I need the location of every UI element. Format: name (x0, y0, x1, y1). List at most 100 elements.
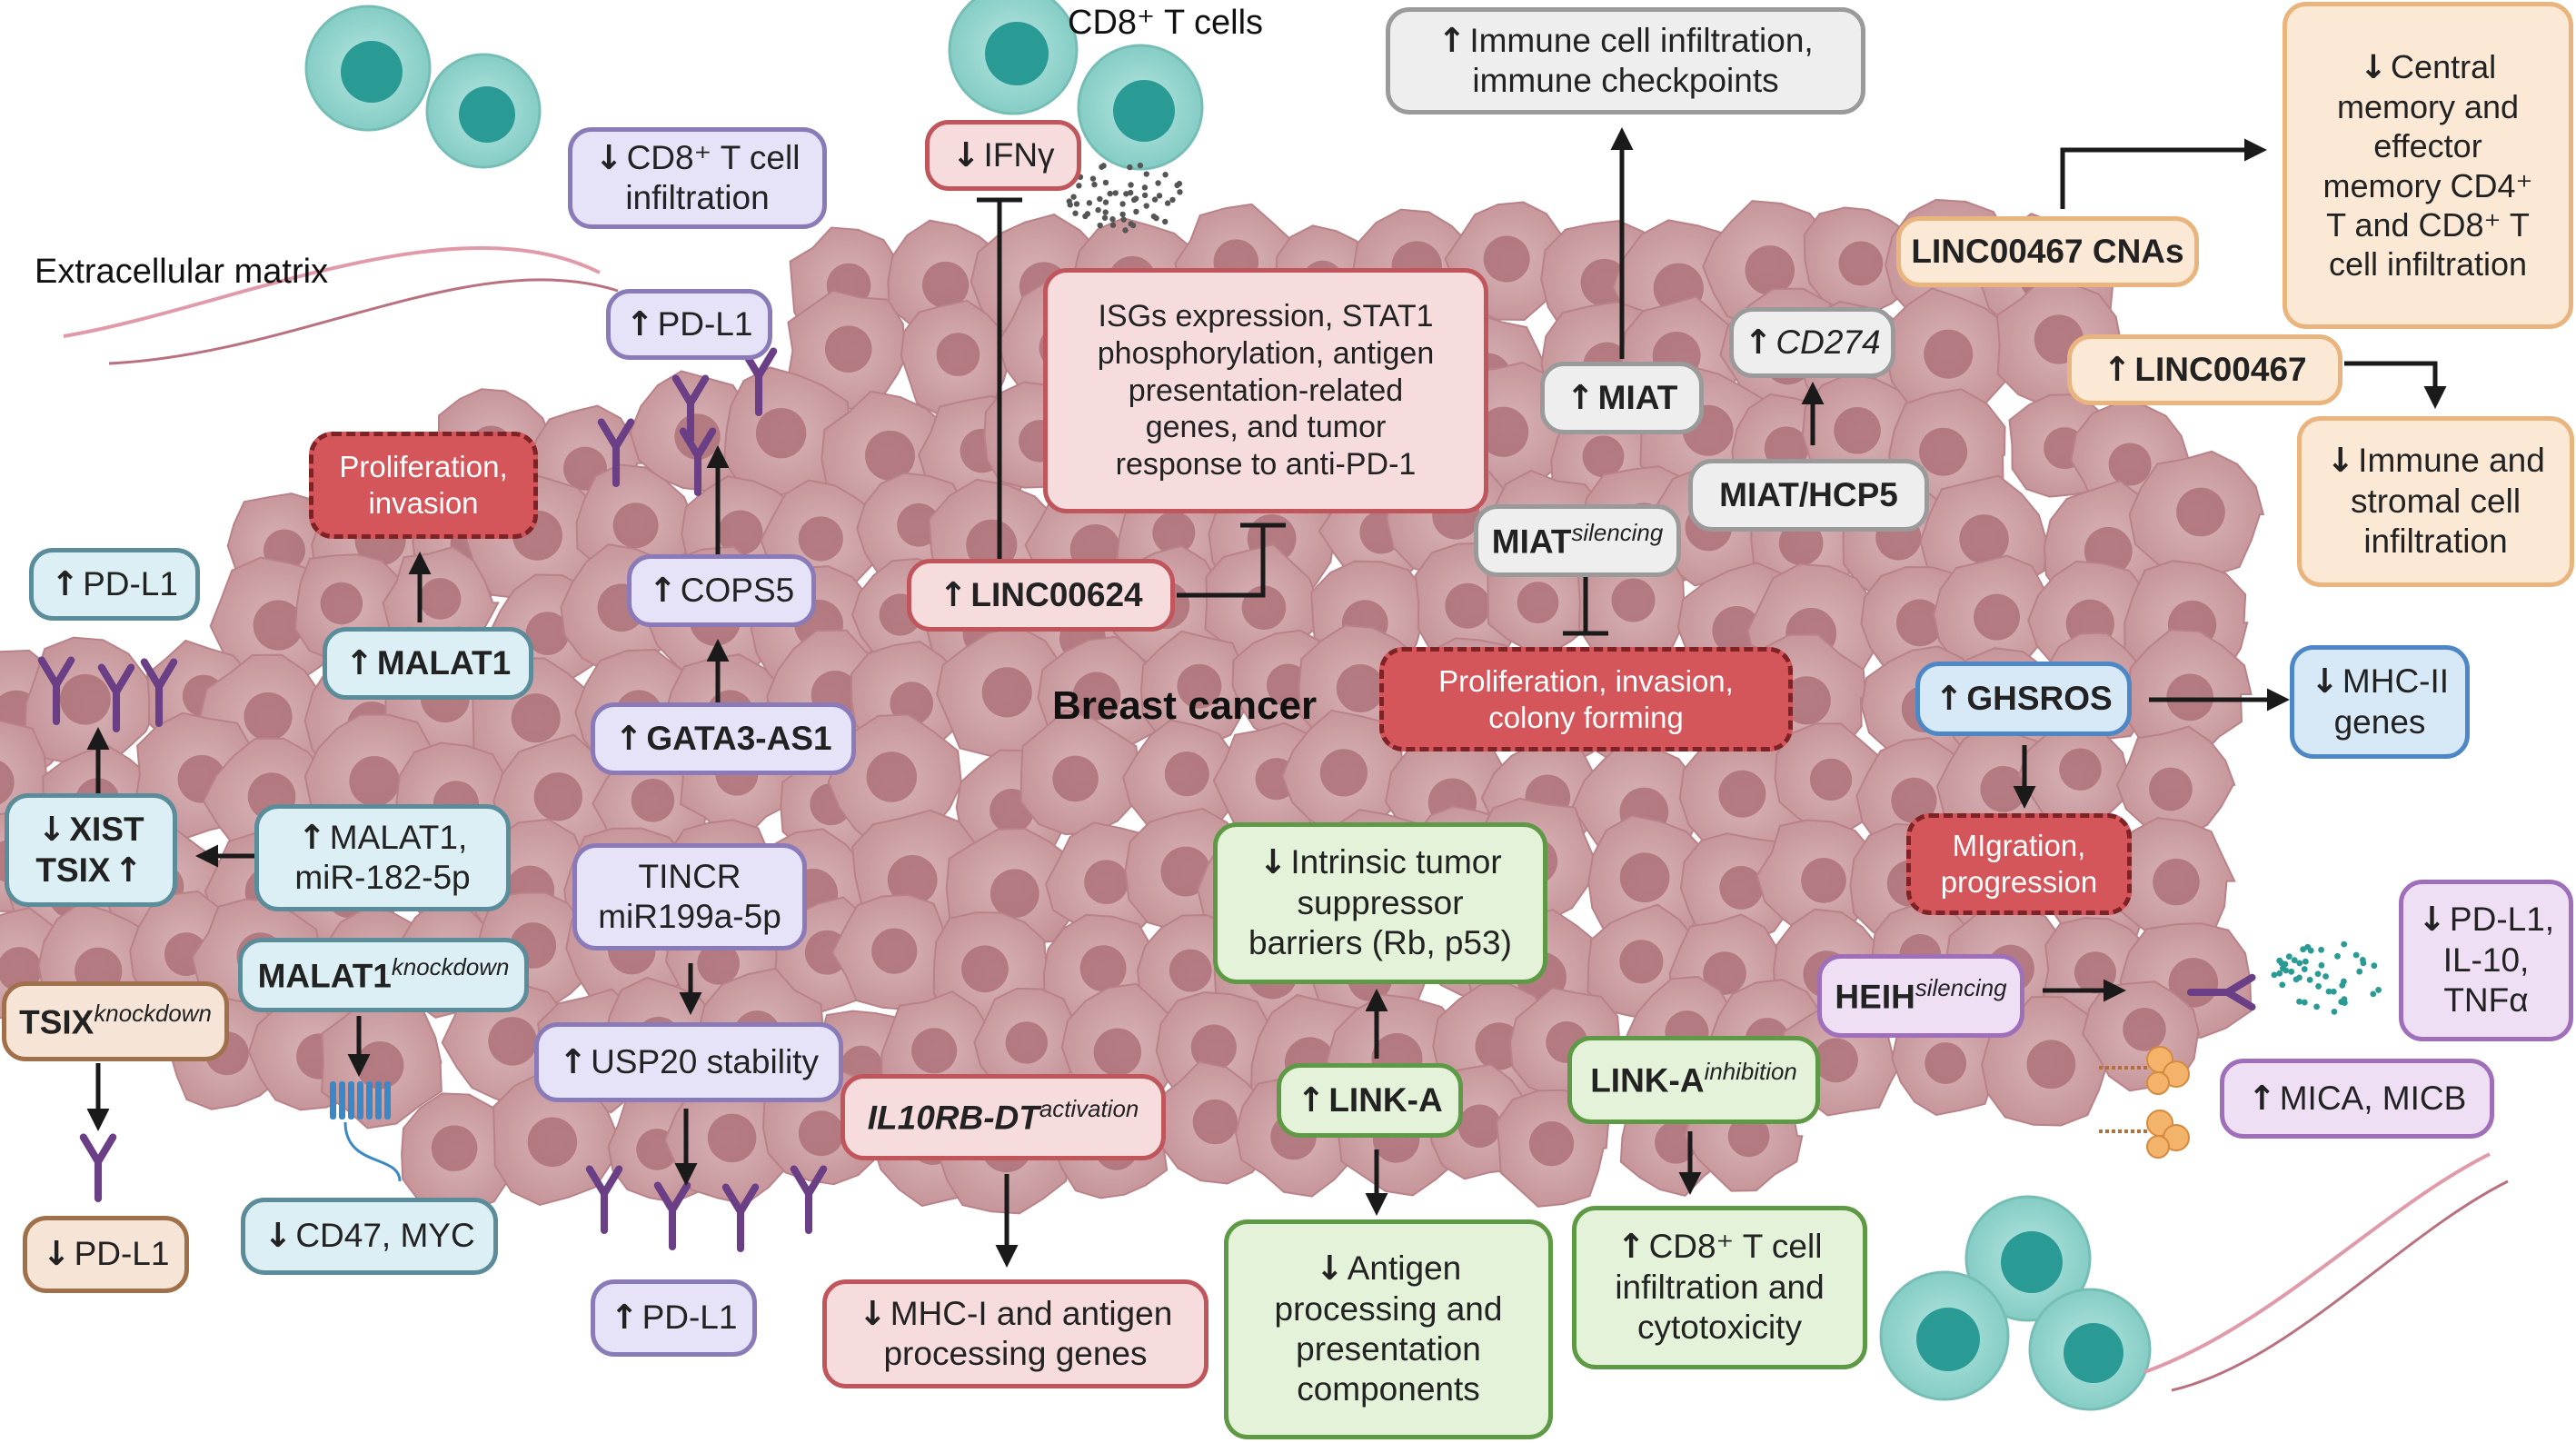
linc00467_cnas-line-0: LINC00467 CNAs (1911, 232, 2184, 270)
box-cd274: ↑CD274 (1729, 307, 1895, 378)
central_memory-line-4: T and CD8⁺ T (2326, 205, 2530, 244)
down-arrow-icon: ↓ (37, 810, 66, 850)
prolif_colony-line-0: Proliferation, invasion, (1438, 663, 1734, 698)
box-malat1-knockdown: MALAT1knockdown (238, 938, 529, 1012)
down-arrow-icon: ↓ (594, 137, 623, 177)
up-arrow-icon: ↑ (1437, 20, 1467, 60)
down-arrow-icon: ↓ (2326, 441, 2355, 481)
miat-line-0: MIAT (1597, 378, 1678, 416)
breast-cancer-label: Breast cancer (1052, 683, 1318, 728)
up-arrow-icon: ↑ (625, 304, 654, 343)
cytokine-dots (1066, 162, 2382, 1015)
t-cell (2028, 1288, 2152, 1411)
tsix_kd-modifier-label: knockdown (94, 1000, 212, 1027)
antigen_processing-line-2: presentation (1296, 1330, 1481, 1368)
up-arrow-icon: ↑ (297, 817, 326, 857)
xist-label: XIST (69, 811, 144, 849)
box-link-a: ↑LINK-A (1277, 1063, 1463, 1138)
down-arrow-icon: ↓ (264, 1216, 293, 1256)
extracellular-matrix-label: Extracellular matrix (35, 253, 329, 291)
cd8_infiltration_down-line-1: infiltration (625, 179, 770, 216)
gata3_as1-line-0: GATA3-AS1 (646, 719, 832, 757)
intrinsic-line-0: Intrinsic tumor (1290, 843, 1502, 881)
box-pdl1-bottom-left: ↓PD-L1 (23, 1216, 189, 1293)
receptor (585, 1165, 623, 1235)
linc00467-line-0: LINC00467 (2134, 350, 2307, 388)
cd8_cyto-line-1: infiltration and (1615, 1268, 1825, 1306)
tincr-line-0: TINCR (638, 857, 741, 895)
receptor (2186, 973, 2256, 1011)
central_memory-line-2: effector (2373, 127, 2482, 165)
cd47-line-0: CD47, MYC (295, 1217, 475, 1255)
down-arrow-icon: ↓ (2359, 48, 2388, 86)
immune_infiltration_up-line-0: Immune cell infiltration, (1469, 21, 1814, 59)
box-migration: MIgration,progression (1906, 813, 2132, 915)
mic-ligand-icon (2099, 1046, 2190, 1095)
t-cell (948, 0, 1079, 115)
receptor (790, 1165, 828, 1235)
box-malat1-mir: ↑MALAT1,miR-182-5p (254, 804, 511, 911)
up-arrow-icon: ↑ (344, 642, 373, 682)
t-cell (304, 5, 432, 132)
box-miat-hcp5: MIAT/HCP5 (1688, 459, 1929, 532)
box-miat: ↑MIAT (1540, 362, 1704, 434)
up-arrow-icon: ↑ (51, 563, 80, 603)
box-mica-micb: ↑MICA, MICB (2220, 1059, 2494, 1139)
receptor (653, 1181, 691, 1251)
prolif_invasion_small-line-1: invasion (368, 486, 479, 520)
box-linc00467: ↑LINC00467 (2067, 334, 2342, 405)
mhc2-line-0: MHC-II (2342, 662, 2450, 701)
central_memory-line-3: memory CD4⁺ (2322, 166, 2533, 204)
box-immune-infiltration-up: ↑Immune cell infiltration,immune checkpo… (1386, 7, 1865, 114)
tsix_kd-main-label: TSIX (19, 1002, 94, 1040)
receptors (37, 347, 2256, 1253)
cd8_cyto-line-2: cytotoxicity (1637, 1309, 1802, 1347)
malat1_top-line-0: MALAT1 (376, 643, 512, 682)
il10rb-modifier-label: activation (1039, 1097, 1139, 1123)
box-cd47-myc: ↓CD47, MYC (241, 1198, 498, 1275)
pdl1_il10-line-0: PD-L1, (2449, 901, 2555, 939)
box-tsix-knockdown: TSIXknockdown (2, 981, 229, 1061)
miat_silencing-modifier-label: silencing (1571, 520, 1664, 546)
up-arrow-icon: ↑ (614, 718, 643, 758)
mhc1-line-0: MHC-I and antigen (890, 1294, 1173, 1332)
up-arrow-icon: ↑ (610, 1298, 639, 1338)
receptor (79, 1133, 117, 1203)
cd8-t-cells-label: CD8⁺ T cells (1068, 4, 1264, 42)
immune_stromal-line-0: Immune and (2358, 442, 2545, 480)
mhc2-line-1: genes (2333, 702, 2426, 741)
up-arrow-icon: ↑ (1566, 377, 1595, 417)
receptor (721, 1183, 760, 1253)
up-arrow-icon: ↑ (559, 1041, 588, 1081)
down-arrow-icon: ↓ (858, 1293, 887, 1333)
connector-arrows (86, 127, 2447, 1268)
t-cell (1879, 1270, 2010, 1401)
receptor (37, 656, 75, 726)
down-arrow-icon: ↓ (1258, 842, 1288, 882)
malat1_mir-line-1: miR-182-5p (294, 859, 471, 896)
down-arrow-icon: ↓ (1315, 1249, 1344, 1289)
tumor-cell (1933, 554, 2060, 679)
membrane-protein-icon (330, 1081, 402, 1182)
ifng-line-0: IFNγ (983, 135, 1055, 174)
central_memory-line-0: Central (2391, 47, 2497, 85)
box-pdl1-il10: ↓PD-L1,IL-10,TNFα (2399, 880, 2573, 1041)
usp20-line-0: USP20 stability (591, 1042, 819, 1080)
box-link-a-inhibition: LINK-Ainhibition (1567, 1036, 1820, 1124)
link_a-line-0: LINK-A (1328, 1080, 1443, 1119)
box-cops5: ↑COPS5 (627, 554, 816, 627)
prolif_colony-line-1: colony forming (1488, 700, 1684, 734)
up-arrow-icon: ↑ (1297, 1080, 1326, 1120)
box-linc00467-cnas: LINC00467 CNAs (1896, 216, 2199, 287)
pdl1_left-line-0: PD-L1 (83, 564, 178, 602)
isgs-line-3: genes, and tumor (1145, 410, 1387, 445)
box-ifng: ↓IFNγ (925, 120, 1081, 191)
isgs-line-4: response to anti-PD-1 (1115, 447, 1417, 483)
